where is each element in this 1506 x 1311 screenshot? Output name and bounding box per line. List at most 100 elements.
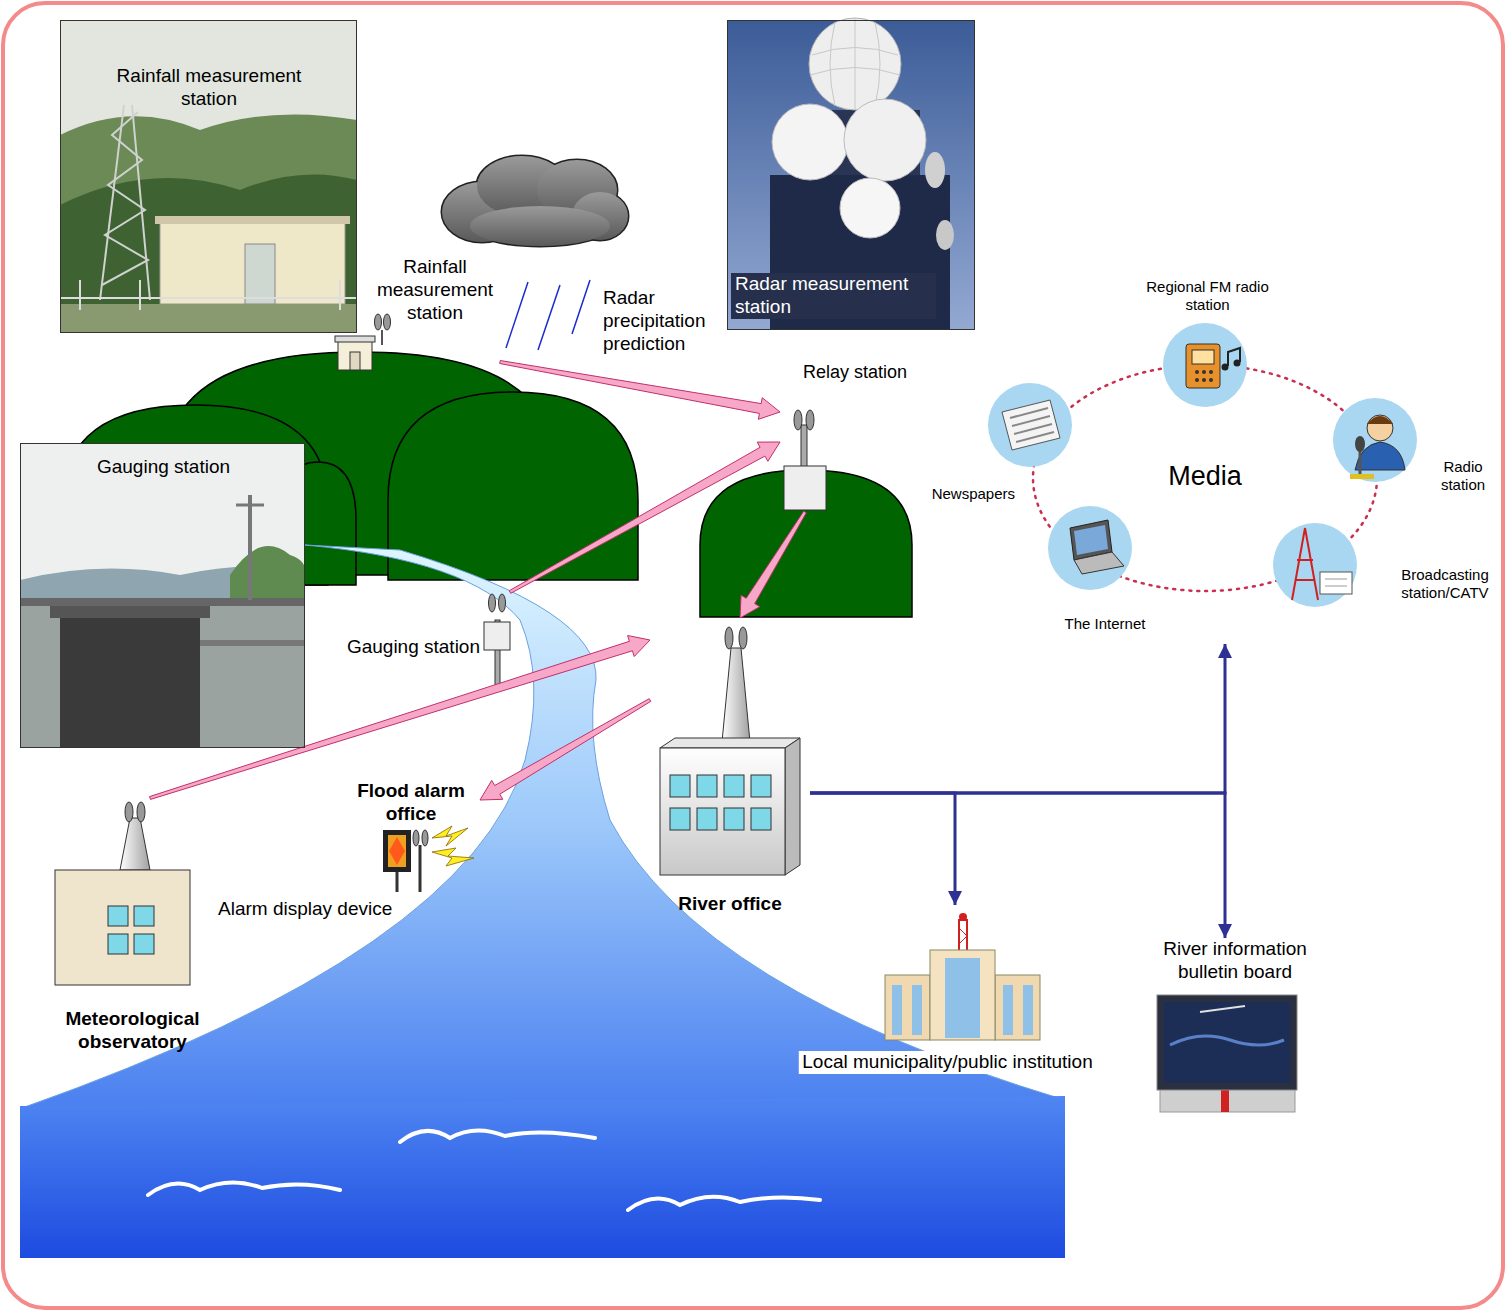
station-node: River information bulletin board	[1140, 938, 1330, 1116]
photo-frame: Radar measurement station	[727, 20, 975, 330]
rainfall-photo	[60, 304, 357, 333]
rainfall-photo	[339, 280, 341, 310]
tower-icon	[1325, 579, 1347, 580]
relay-icon	[806, 410, 814, 430]
observatory-building	[55, 802, 190, 985]
rainfall-photo	[100, 105, 150, 300]
announcer-icon	[1355, 436, 1365, 452]
alarm-device	[396, 870, 399, 892]
hut-icon	[375, 314, 382, 330]
hut-icon	[338, 340, 372, 370]
municipality-building	[959, 920, 967, 952]
gauging-photo	[20, 443, 305, 748]
gauging-photo	[50, 606, 210, 618]
media-ring	[988, 323, 1417, 607]
relay-icon	[794, 410, 802, 430]
municipality-building	[892, 985, 902, 1035]
announcer-icon	[1350, 474, 1374, 479]
radio-icon	[1234, 360, 1241, 367]
office-building	[697, 775, 717, 797]
media-ring	[988, 383, 1072, 467]
media-item: Newspapers	[905, 380, 1080, 505]
bulletin-board	[1221, 1088, 1229, 1112]
announcer-icon	[1367, 416, 1393, 424]
radar-photo	[925, 152, 945, 188]
radio-beam	[480, 699, 651, 800]
municipality-building	[885, 975, 930, 1040]
tower-icon	[1325, 586, 1347, 587]
observatory-building	[108, 906, 128, 926]
alarm-device	[383, 830, 411, 872]
newspaper-icon	[1002, 400, 1060, 450]
alarm-device	[413, 830, 419, 846]
tower-icon	[1297, 559, 1313, 561]
office-building	[670, 775, 771, 830]
hills	[388, 392, 638, 580]
photo-frame: Rainfall measurement station	[60, 20, 357, 333]
gauging-photo	[200, 640, 305, 646]
node-label: Alarm display device	[218, 898, 433, 921]
hut-icon	[350, 352, 360, 370]
observatory-building	[137, 802, 145, 822]
waves	[628, 1197, 820, 1210]
radar-photo	[875, 22, 880, 106]
newspaper-icon	[1002, 400, 1060, 450]
announcer-icon	[1350, 415, 1405, 479]
office-building	[725, 627, 733, 649]
announcer-icon	[1359, 448, 1362, 475]
radar-photo	[936, 220, 954, 250]
station-node: River office	[650, 618, 810, 920]
relay-icon	[784, 466, 826, 510]
radio-icon	[1195, 370, 1199, 374]
office-building	[660, 748, 785, 875]
bulletin-board	[1170, 1036, 1284, 1045]
municipality-building	[945, 958, 980, 1038]
node-label: Radio station	[1428, 458, 1498, 494]
station-node: Relay station	[780, 362, 930, 512]
node-label: River information bulletin board	[1140, 938, 1330, 984]
radio-icon	[1192, 350, 1214, 364]
observatory-building	[125, 802, 133, 822]
info-line	[810, 793, 1225, 938]
radio-icon	[1195, 370, 1213, 382]
rainfall-photo	[160, 222, 345, 304]
office-building	[660, 738, 800, 748]
office-building	[785, 738, 800, 875]
gauge-icon	[484, 594, 510, 690]
tower-icon	[1320, 572, 1352, 594]
cloud	[442, 156, 628, 246]
rainfall-photo	[245, 244, 275, 304]
photo-frame: Gauging station	[20, 443, 305, 748]
relay-icon	[801, 425, 807, 467]
municipality-building	[930, 950, 995, 1040]
tower-icon	[1292, 528, 1352, 600]
bulletin-board	[1164, 1002, 1290, 1083]
media-item: Regional FM radio station	[1140, 278, 1275, 413]
media-item: The Internet	[1040, 506, 1170, 641]
radar-photo	[810, 18, 900, 110]
bulletin-board	[1160, 1088, 1295, 1112]
municipality-building	[1023, 985, 1033, 1035]
media-group: MediaRegional FM radio stationNewspapers…	[900, 272, 1500, 644]
relay-icon	[784, 410, 826, 510]
gauge-icon	[499, 594, 506, 612]
announcer-icon	[1367, 415, 1393, 441]
node-label: Regional FM radio station	[1140, 278, 1275, 314]
rainfall-photo	[139, 280, 141, 310]
rainfall-photo	[102, 112, 148, 285]
gauge-icon	[489, 594, 496, 612]
tower-icon	[1295, 579, 1315, 581]
tower-icon	[1325, 579, 1347, 586]
tower-icon	[1292, 528, 1318, 600]
gauging-photo	[248, 495, 252, 600]
radio-icon	[1228, 348, 1240, 366]
laptop-icon	[1070, 520, 1124, 574]
waves	[148, 1130, 820, 1210]
node-label: The Internet	[1040, 615, 1170, 633]
observatory-building	[134, 906, 154, 926]
media-ring	[1333, 398, 1417, 482]
media-ring	[1048, 506, 1132, 590]
rainfall-photo	[60, 114, 357, 333]
